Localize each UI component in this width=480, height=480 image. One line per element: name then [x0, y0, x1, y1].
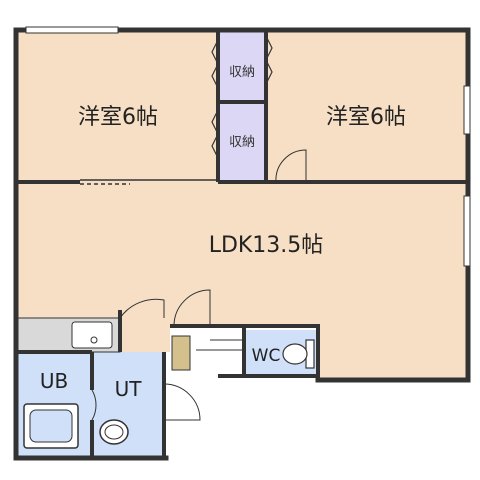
washbasin — [99, 419, 129, 445]
room-label-western-left: 洋室6帖 — [78, 105, 158, 130]
room-label-western-right: 洋室6帖 — [326, 105, 406, 130]
room-label-wc: WC — [252, 346, 281, 366]
room-label-storage-bottom: 収納 — [229, 135, 255, 150]
room-label-storage-top: 収納 — [229, 65, 255, 80]
storage-folding-doors — [211, 35, 273, 159]
western-room-left — [18, 32, 218, 182]
bathtub-inner — [29, 409, 73, 443]
ldk-area — [18, 182, 466, 380]
windows — [25, 26, 471, 267]
shoe-cabinet — [171, 335, 191, 371]
storage-bottom-fill — [218, 102, 266, 182]
western-room-right — [266, 32, 466, 182]
interior-walls — [16, 30, 468, 458]
kitchen-sink — [71, 321, 113, 349]
kitchen-area — [120, 318, 170, 352]
toilet-bowl — [282, 343, 308, 365]
swing-doors — [91, 149, 307, 421]
room-label-ub: UB — [40, 369, 68, 393]
washbasin-inner — [104, 424, 124, 440]
sliding-doors — [80, 179, 218, 185]
sink-drain — [90, 336, 98, 344]
room-label-ut: UT — [115, 377, 143, 401]
storage-top-fill — [218, 32, 266, 102]
ut-area — [92, 352, 164, 456]
room-label-ldk: LDK13.5帖 — [209, 233, 324, 258]
